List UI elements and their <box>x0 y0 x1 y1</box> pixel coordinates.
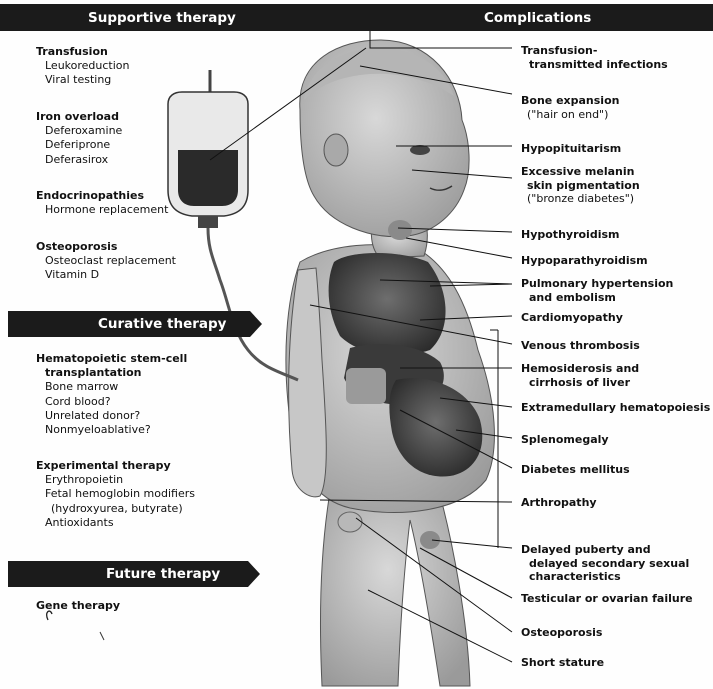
complication-label: Delayed puberty and delayed secondary se… <box>521 543 689 584</box>
header-arrow-tail <box>248 561 260 587</box>
list-item: Vitamin D <box>36 268 176 282</box>
list-item: Deferasirox <box>36 153 122 167</box>
complication-label: Cardiomyopathy <box>521 311 623 325</box>
experimental-therapy-group: Experimental therapy Erythropoietin Feta… <box>36 459 195 530</box>
list-item: Deferiprone <box>36 138 122 152</box>
group-title: Iron overload <box>36 110 122 124</box>
group-title: Hematopoietic stem-cell <box>36 352 187 366</box>
group-title: Endocrinopathies <box>36 189 168 203</box>
section-header-future: Future therapy <box>8 561 248 587</box>
complication-label: Pulmonary hypertension and embolism <box>521 277 673 304</box>
list-item: Erythropoietin <box>36 473 195 487</box>
group-title-cont: transplantation <box>36 366 187 380</box>
list-item: Leukoreduction <box>36 59 130 73</box>
group-title: Osteoporosis <box>36 240 176 254</box>
complication-label: Excessive melanin skin pigmentation ("br… <box>521 165 640 206</box>
thyroid <box>388 220 412 240</box>
lungs-heart <box>329 253 446 355</box>
list-item: Fetal hemoglobin modifiers <box>36 487 195 501</box>
section-header-supportive: Supportive therapy <box>0 4 246 31</box>
future-group: Gene therapy <box>36 599 120 613</box>
complication-label: Hypopituitarism <box>521 142 621 156</box>
complication-label: Testicular or ovarian failure <box>521 592 693 606</box>
endocrinopathies-group: Endocrinopathies Hormone replacement <box>36 189 168 217</box>
complication-label: Diabetes mellitus <box>521 463 630 477</box>
list-item: Antioxidants <box>36 516 195 530</box>
complication-label: Hypothyroidism <box>521 228 619 242</box>
iron-overload-group: Iron overload Deferoxamine Deferiprone D… <box>36 110 122 167</box>
complication-label: Short stature <box>521 656 604 670</box>
list-item: (hydroxyurea, butyrate) <box>36 502 195 516</box>
osteoporosis-group: Osteoporosis Osteoclast replacement Vita… <box>36 240 176 283</box>
knee <box>338 512 362 532</box>
list-item: Cord blood? <box>36 395 187 409</box>
group-title: Transfusion <box>36 45 130 59</box>
header-arrow-tail <box>250 311 262 337</box>
pen-mark <box>100 632 104 640</box>
section-header-curative: Curative therapy <box>8 311 250 337</box>
complication-label: Extramedullary hematopoiesis <box>521 401 710 415</box>
complication-label: Venous thrombosis <box>521 339 640 353</box>
list-item: Bone marrow <box>36 380 187 394</box>
complication-label: Transfusion- transmitted infections <box>521 44 668 71</box>
group-title: Gene therapy <box>36 599 120 613</box>
section-header-complications: Complications <box>246 4 713 31</box>
complication-label: Hypoparathyroidism <box>521 254 648 268</box>
group-title: Experimental therapy <box>36 459 195 473</box>
list-item: Deferoxamine <box>36 124 122 138</box>
hsct-group: Hematopoietic stem-cell transplantation … <box>36 352 187 437</box>
transfusion-group: Transfusion Leukoreduction Viral testing <box>36 45 130 88</box>
complication-label: Hemosiderosis and cirrhosis of liver <box>521 362 639 389</box>
list-item: Viral testing <box>36 73 130 87</box>
complication-label: Osteoporosis <box>521 626 602 640</box>
list-item: Osteoclast replacement <box>36 254 176 268</box>
complication-label: Bone expansion ("hair on end") <box>521 94 619 121</box>
complication-label: Splenomegaly <box>521 433 609 447</box>
list-item: Nonmyeloablative? <box>36 423 187 437</box>
list-item: Hormone replacement <box>36 203 168 217</box>
complication-label: Arthropathy <box>521 496 597 510</box>
spine-segment <box>346 368 386 404</box>
list-item: Unrelated donor? <box>36 409 187 423</box>
